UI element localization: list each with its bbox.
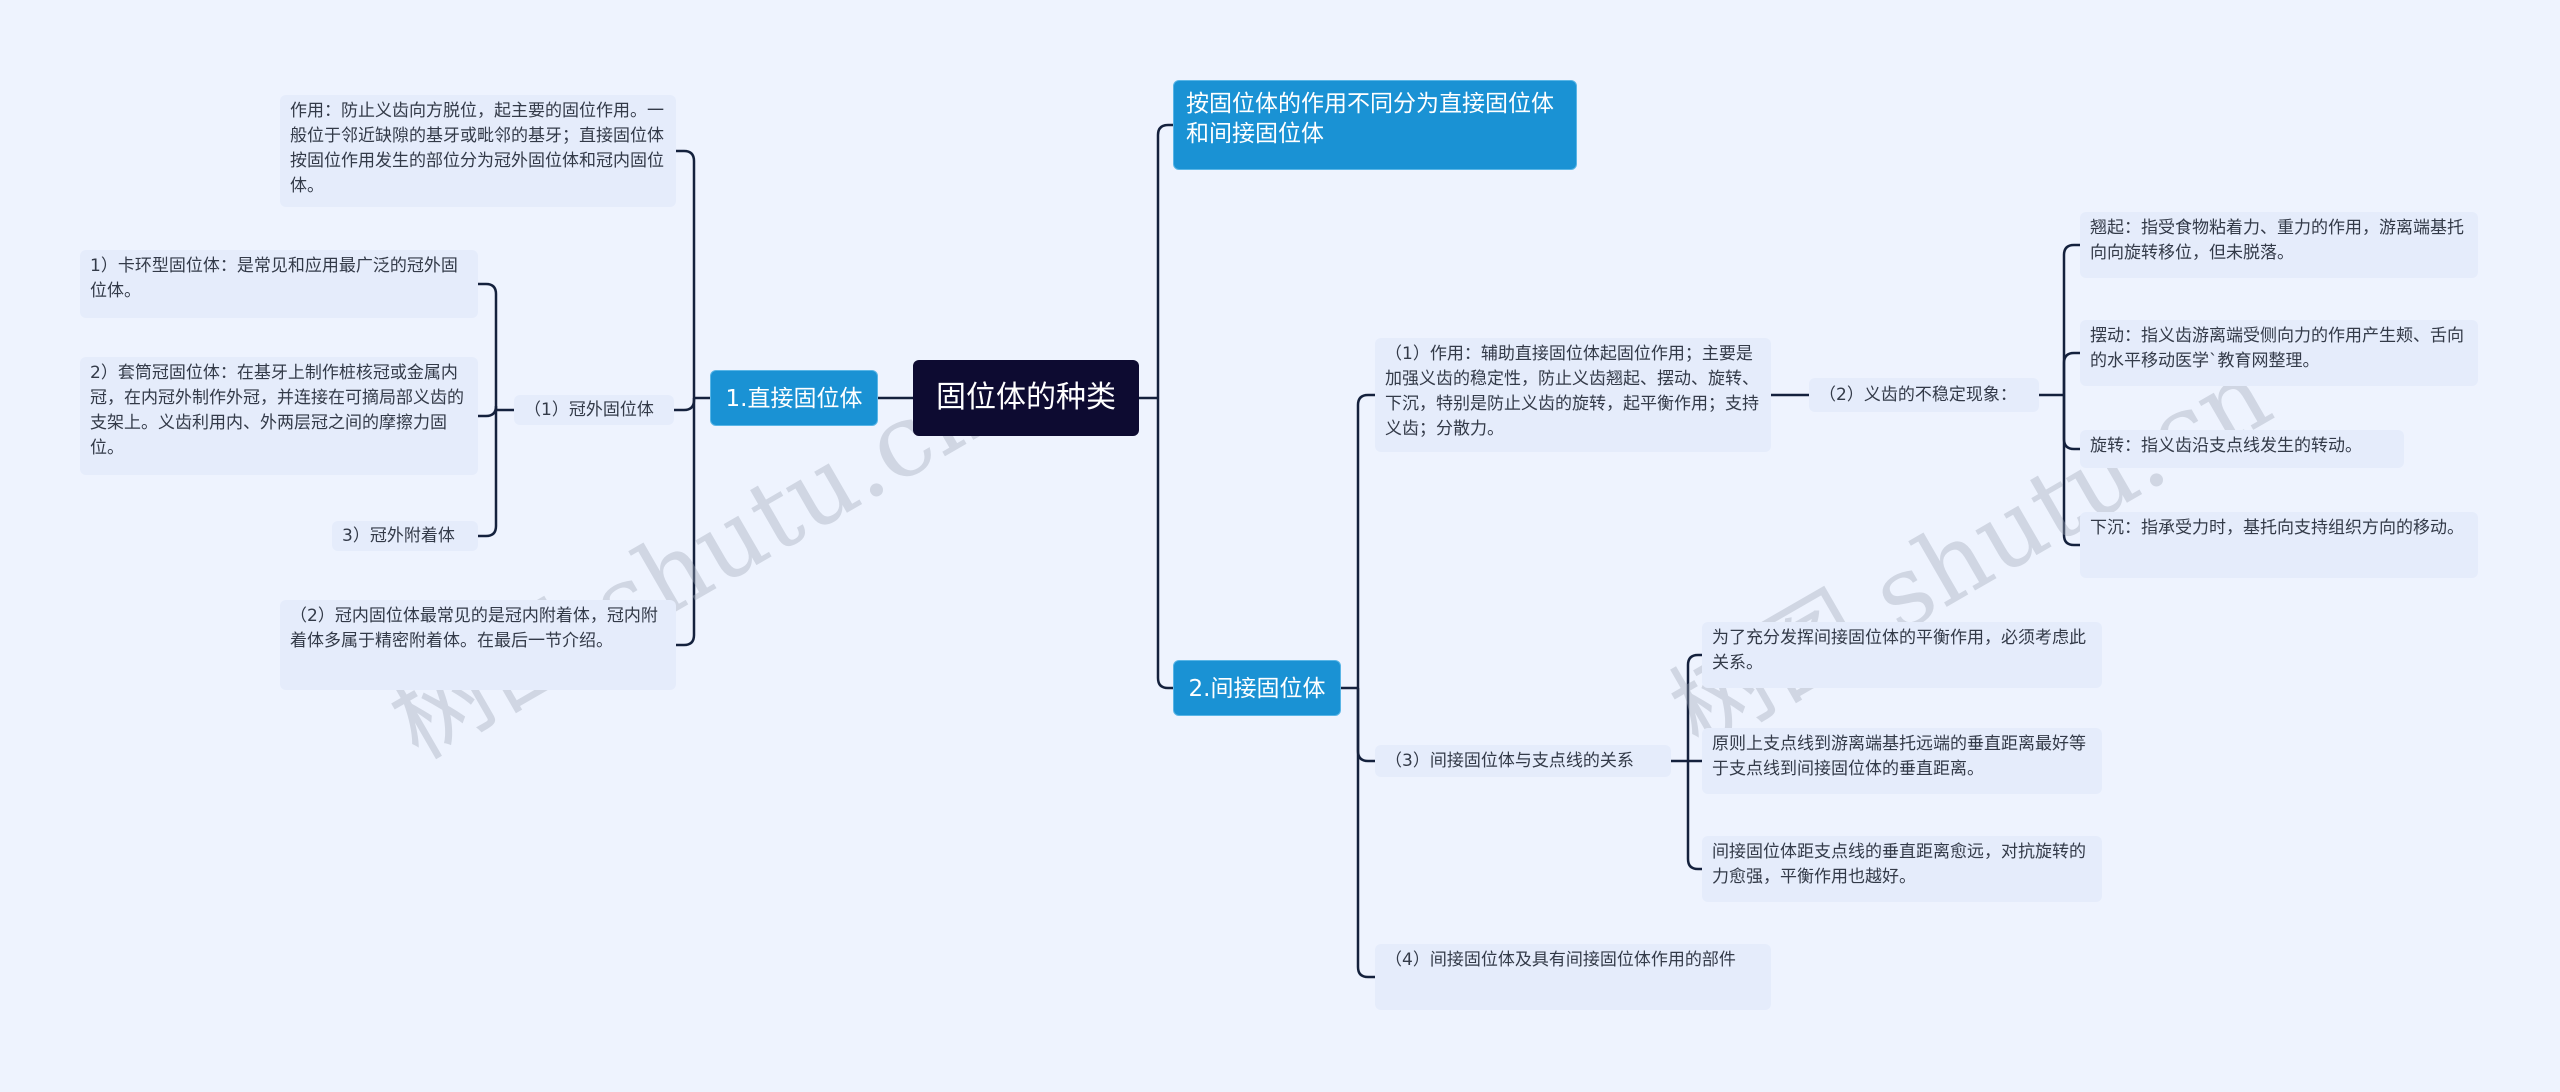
- direct-role-leaf[interactable]: 作用：防止义齿向方脱位，起主要的固位作用。一般位于邻近缺隙的基牙或毗邻的基牙；直…: [280, 95, 676, 207]
- telescopic-retainer-leaf[interactable]: 2）套筒冠固位体：在基牙上制作桩核冠或金属内冠，在内冠外制作外冠，并连接在可摘局…: [80, 357, 478, 475]
- extra-coronal-node[interactable]: （1）冠外固位体: [514, 395, 674, 425]
- extra-link: [478, 405, 498, 418]
- extra-link: [478, 410, 498, 538]
- instability-link: [2062, 395, 2080, 547]
- root-right-link: [1156, 123, 1173, 398]
- instability-swing-leaf[interactable]: 摆动：指义齿游离端受侧向力的作用产生颊、舌向的水平移动医学`教育网整理。: [2080, 320, 2478, 386]
- root-node[interactable]: 固位体的种类: [913, 360, 1139, 436]
- instability-lift-leaf[interactable]: 翘起：指受食物粘着力、重力的作用，游离端基托向向旋转移位，但未脱落。: [2080, 212, 2478, 278]
- indirect-link: [1356, 688, 1375, 979]
- direct-link: [676, 149, 696, 398]
- direct-link: [676, 398, 696, 647]
- extra-link: [478, 282, 498, 410]
- fulcrum-leaf-3[interactable]: 间接固位体距支点线的垂直距离愈远，对抗旋转的力愈强，平衡作用也越好。: [1702, 836, 2102, 902]
- instability-node[interactable]: （2）义齿的不稳定现象：: [1809, 378, 2039, 412]
- extra-attachment-leaf[interactable]: 3）冠外附着体: [332, 521, 478, 551]
- fulcrum-relation-node[interactable]: （3）间接固位体与支点线的关系: [1375, 745, 1671, 777]
- instability-link: [2062, 351, 2080, 395]
- indirect-link: [1356, 393, 1375, 688]
- fulcrum-link: [1686, 653, 1702, 761]
- branch-indirect-node[interactable]: 2.间接固位体: [1173, 660, 1341, 716]
- instability-sink-leaf[interactable]: 下沉：指承受力时，基托向支持组织方向的移动。: [2080, 512, 2478, 578]
- instability-rotate-leaf[interactable]: 旋转：指义齿沿支点线发生的转动。: [2080, 430, 2404, 468]
- branch-intro-node[interactable]: 按固位体的作用不同分为直接固位体和间接固位体: [1173, 80, 1577, 170]
- clasp-retainer-leaf[interactable]: 1）卡环型固位体：是常见和应用最广泛的冠外固位体。: [80, 250, 478, 318]
- fulcrum-leaf-1[interactable]: 为了充分发挥间接固位体的平衡作用，必须考虑此关系。: [1702, 622, 2102, 688]
- direct-link: [674, 398, 696, 412]
- branch-direct-node[interactable]: 1.直接固位体: [710, 370, 878, 426]
- fulcrum-leaf-2[interactable]: 原则上支点线到游离端基托远端的垂直距离最好等于支点线到间接固位体的垂直距离。: [1702, 728, 2102, 794]
- instability-link: [2062, 243, 2080, 395]
- indirect-role-leaf[interactable]: （1）作用：辅助直接固位体起固位作用；主要是加强义齿的稳定性，防止义齿翘起、摆动…: [1375, 338, 1771, 452]
- fulcrum-link: [1686, 761, 1702, 871]
- indirect-parts-leaf[interactable]: （4）间接固位体及具有间接固位体作用的部件: [1375, 944, 1771, 1010]
- root-right-link: [1156, 398, 1173, 690]
- indirect-link: [1356, 688, 1375, 763]
- intra-coronal-leaf[interactable]: （2）冠内固位体最常见的是冠内附着体，冠内附着体多属于精密附着体。在最后一节介绍…: [280, 600, 676, 690]
